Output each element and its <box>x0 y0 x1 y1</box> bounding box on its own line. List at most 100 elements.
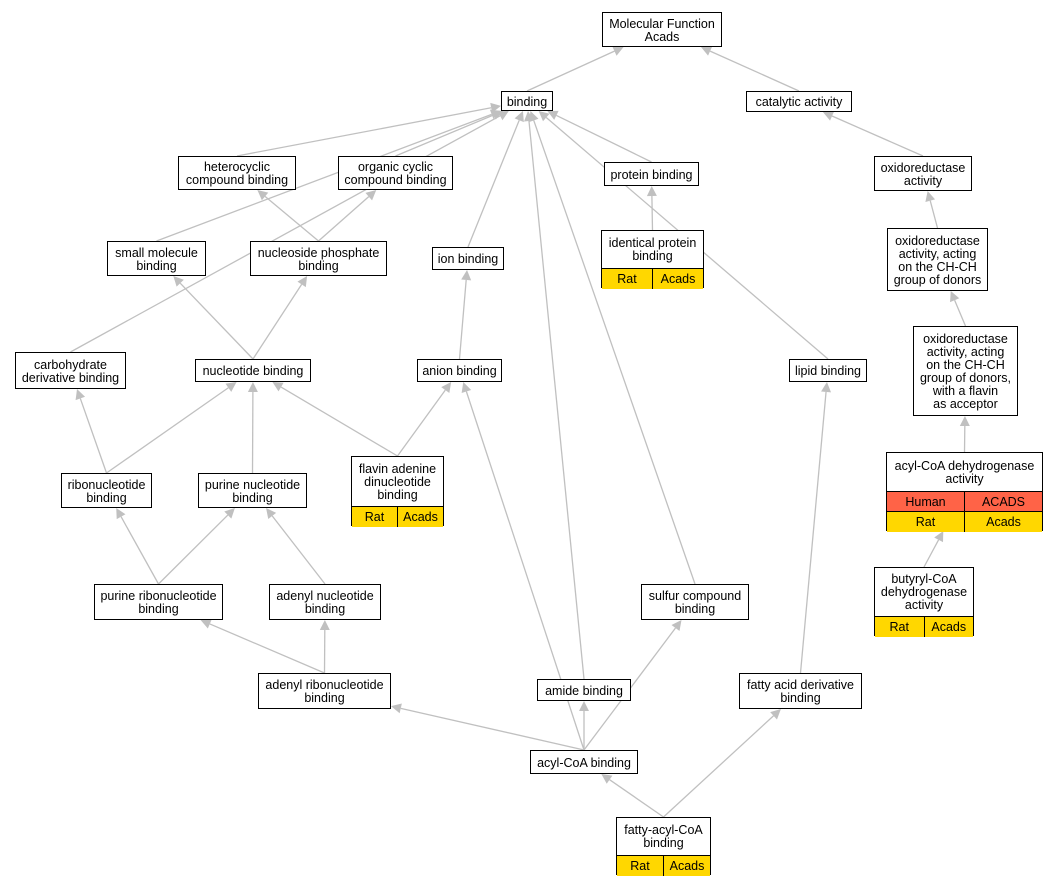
edge-oxredflavin-oxredchch <box>954 299 967 327</box>
node-label: oxidoreductase activity, acting on the C… <box>893 233 982 287</box>
edge-nucleotide-nucphos <box>252 284 303 360</box>
gene-cell: Acads <box>663 856 710 876</box>
edge-nucphos-hetero <box>264 195 319 242</box>
edge-protein-binding <box>556 114 652 163</box>
node-label: identical protein binding <box>608 236 697 263</box>
node-label: adenyl nucleotide binding <box>276 589 374 616</box>
node-label: adenyl ribonucleotide binding <box>265 678 384 705</box>
arrowhead <box>770 709 781 720</box>
node-label: carbohydrate derivative binding <box>21 357 120 385</box>
arrowhead <box>75 389 86 401</box>
arrowhead <box>173 276 184 287</box>
node-label: nucleoside phosphate binding <box>257 245 380 273</box>
edge-ribonuc-carbo <box>79 398 108 474</box>
node-ion[interactable]: ion binding <box>432 247 504 270</box>
node-nucphos[interactable]: nucleoside phosphate binding <box>250 241 387 276</box>
edge-butyryl-acyldh <box>923 539 940 568</box>
edge-ribonuc-nucleotide <box>106 387 229 474</box>
node-sulfur[interactable]: sulfur compound binding <box>641 584 749 620</box>
node-fattyderiv[interactable]: fatty acid derivative binding <box>739 673 862 709</box>
arrowhead <box>950 291 960 303</box>
edge-oxredchch-oxred <box>929 200 939 229</box>
edge-organic-binding <box>395 114 495 157</box>
node-label: protein binding <box>610 167 693 182</box>
edge-hetero-binding <box>236 107 492 157</box>
node-smallmol[interactable]: small molecule binding <box>107 241 206 276</box>
node-label: catalytic activity <box>755 95 843 109</box>
node-adenylnuc[interactable]: adenyl nucleotide binding <box>269 584 381 620</box>
node-purineribo[interactable]: purine ribonucleotide binding <box>94 584 223 620</box>
node-nucleotide[interactable]: nucleotide binding <box>195 359 311 382</box>
arrowhead <box>671 620 682 631</box>
species-cell: Rat <box>889 620 909 634</box>
arrowhead <box>547 110 559 120</box>
arrowhead <box>272 382 284 392</box>
arrowhead <box>247 382 258 393</box>
node-catalytic[interactable]: catalytic activity <box>746 91 852 112</box>
edge-anion-ion <box>458 279 467 360</box>
species-cell: Rat <box>364 510 385 524</box>
edge-smallmol-binding <box>156 113 492 242</box>
node-oxredflavin[interactable]: oxidoreductase activity, acting on the C… <box>913 326 1018 416</box>
node-label: nucleotide binding <box>202 364 304 378</box>
node-label: Molecular Function Acads <box>609 16 715 44</box>
node-organic[interactable]: organic cyclic compound binding <box>338 156 453 190</box>
node-purinenuc[interactable]: purine nucleotide binding <box>198 473 307 508</box>
node-label: ion binding <box>437 252 499 266</box>
node-oxredchch[interactable]: oxidoreductase activity, acting on the C… <box>887 228 988 291</box>
gene-cell: Acads <box>964 512 1042 532</box>
arrowhead <box>601 774 613 784</box>
node-label: oxidoreductase activity <box>880 160 966 188</box>
arrowhead <box>959 416 970 427</box>
node-amide[interactable]: amide binding <box>537 679 631 701</box>
gene-cell: Acads <box>652 269 703 289</box>
node-ribonuc[interactable]: ribonucleotide binding <box>61 473 152 508</box>
node-label: acyl-CoA dehydrogenase activity <box>894 458 1035 486</box>
arrowhead <box>925 191 936 202</box>
arrowhead <box>257 190 269 201</box>
node-label: small molecule binding <box>115 245 198 273</box>
edge-fattyacyl-acylcoa <box>609 779 664 818</box>
edge-fad-anion <box>396 389 446 457</box>
arrowhead <box>579 701 589 711</box>
node-label: fatty acid derivative binding <box>747 678 854 705</box>
edge-adenylribo-purineribo <box>209 623 325 674</box>
node-label: butyryl-CoA dehydrogenase activity <box>880 572 968 612</box>
node-hetero[interactable]: heterocyclic compound binding <box>178 156 296 190</box>
node-carbo[interactable]: carbohydrate derivative binding <box>15 352 126 389</box>
node-adenylribo[interactable]: adenyl ribonucleotide binding <box>258 673 391 709</box>
node-lipid[interactable]: lipid binding <box>789 359 867 382</box>
arrowhead <box>612 46 624 56</box>
edge-binding-mf <box>526 50 615 92</box>
edge-fattyderiv-lipid <box>799 391 827 674</box>
arrowhead <box>538 111 550 122</box>
node-acylcoa[interactable]: acyl-CoA binding <box>530 750 638 774</box>
node-protein[interactable]: protein binding <box>604 162 699 186</box>
node-label: binding <box>506 94 548 109</box>
arrowhead <box>461 270 472 281</box>
node-oxred[interactable]: oxidoreductase activity <box>874 156 972 191</box>
node-label: ribonucleotide binding <box>67 477 146 505</box>
arrowhead <box>497 111 509 121</box>
node-anion[interactable]: anion binding <box>417 359 502 382</box>
edge-catalytic-mf <box>709 50 800 92</box>
arrowhead <box>225 382 237 392</box>
node-mf[interactable]: Molecular Function Acads <box>602 12 722 47</box>
arrowhead <box>391 703 402 714</box>
species-cell: Rat <box>915 515 936 529</box>
arrowhead <box>529 111 539 123</box>
edge-purineribo-purinenuc <box>158 514 229 585</box>
node-label: purine ribonucleotide binding <box>100 589 217 616</box>
species-cell: Rat <box>617 272 637 286</box>
arrowhead <box>821 382 832 393</box>
node-label: amide binding <box>545 683 623 698</box>
node-binding[interactable]: binding <box>501 91 553 111</box>
arrowhead <box>646 186 657 197</box>
